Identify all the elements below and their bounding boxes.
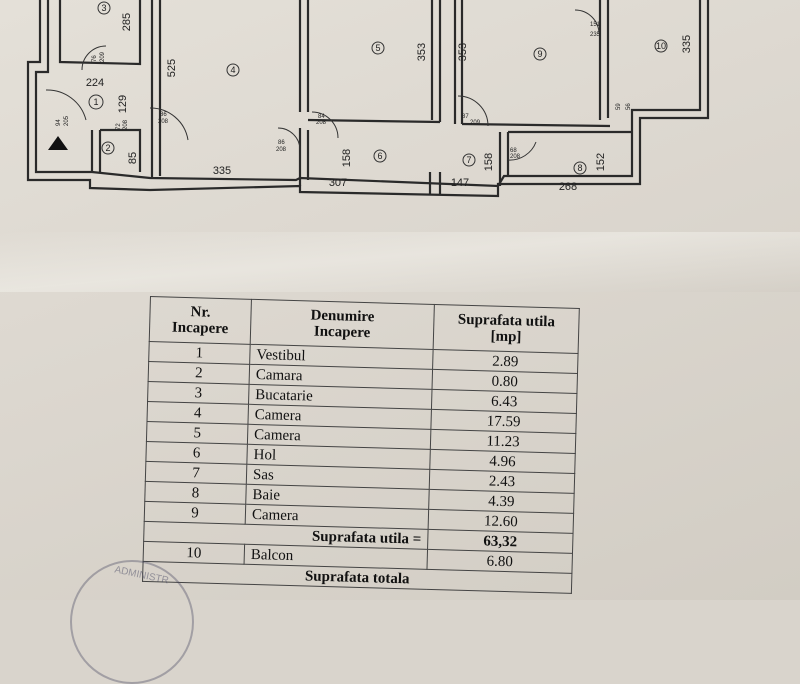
room-number-1: 1 (93, 97, 98, 107)
header-denumire-line1: Denumire (310, 307, 375, 326)
room-area-table: Nr. Incapere Denumire Incapere Suprafata… (142, 296, 580, 594)
header-denumire: Denumire Incapere (250, 299, 435, 350)
header-nr-line2: Incapere (171, 319, 229, 338)
row-nr: 3 (147, 381, 250, 405)
dim-268: 268 (559, 181, 577, 193)
dim-147: 147 (451, 177, 469, 189)
dim-85: 85 (127, 152, 139, 164)
dim-224: 224 (86, 77, 104, 89)
door-label-208b: 208 (123, 119, 129, 130)
door-label-209b: 209 (470, 120, 481, 126)
room-number-2: 2 (105, 143, 110, 153)
door-label-72: 72 (116, 123, 122, 130)
room-number-9: 9 (537, 49, 542, 59)
door-label-208e: 208 (510, 154, 521, 160)
header-nr: Nr. Incapere (149, 296, 252, 345)
dim-158b: 158 (483, 153, 495, 171)
dim-129: 129 (117, 95, 129, 113)
door-label-235: 235 (590, 32, 601, 38)
dim-353a: 353 (416, 43, 428, 61)
header-suprafata: Suprafata utila [mp] (433, 304, 580, 354)
header-denumire-line2: Incapere (313, 323, 371, 342)
row-nr: 6 (145, 441, 248, 465)
stamp-text: ADMINISTR (113, 564, 170, 587)
floor-plan: 285 525 353 353 335 224 129 85 335 158 3… (26, 0, 710, 198)
door-label-208c: 208 (316, 120, 327, 126)
row-nr: 4 (146, 401, 249, 425)
dim-525: 525 (166, 59, 178, 77)
dim-158a: 158 (341, 149, 353, 167)
door-label-86a: 86 (160, 112, 167, 118)
door-label-208d: 208 (276, 147, 287, 153)
header-nr-line1: Nr. (190, 304, 211, 321)
room-number-6: 6 (377, 151, 382, 161)
door-label-59: 59 (616, 103, 622, 110)
room-number-7: 7 (466, 155, 471, 165)
dim-353b: 353 (457, 43, 469, 61)
row-nr: 2 (148, 361, 250, 385)
door-label-208a: 208 (158, 119, 169, 125)
dim-285: 285 (121, 13, 133, 31)
header-suprafata-line2: [mp] (490, 328, 522, 346)
document-paper (0, 0, 800, 600)
door-label-94: 94 (56, 119, 62, 126)
door-label-86b: 86 (278, 140, 285, 146)
header-suprafata-line1: Suprafata utila (457, 311, 556, 331)
paper-fold (0, 232, 800, 292)
row-nr: 1 (148, 341, 251, 365)
door-label-209: 209 (100, 51, 106, 62)
room-number-10: 10 (656, 41, 666, 51)
room-number-8: 8 (577, 163, 582, 173)
row-nr: 8 (144, 481, 247, 505)
room-number-5: 5 (375, 43, 380, 53)
balcony-nr: 10 (143, 541, 245, 565)
door-label-56: 56 (626, 103, 632, 110)
door-label-151: 151 (590, 22, 601, 28)
entrance-arrow-icon (48, 136, 68, 150)
row-nr: 7 (145, 461, 247, 485)
row-nr: 5 (146, 421, 248, 445)
dim-152: 152 (595, 153, 607, 171)
official-stamp: ADMINISTR (70, 560, 194, 684)
door-label-68: 68 (510, 148, 517, 154)
dim-307: 307 (329, 177, 347, 189)
door-label-84: 84 (318, 114, 325, 120)
dim-335a: 335 (681, 35, 693, 53)
door-label-76: 76 (92, 55, 98, 62)
door-label-87: 87 (462, 114, 469, 120)
room-number-4: 4 (230, 65, 235, 75)
door-label-205: 205 (64, 115, 70, 126)
row-nr: 9 (144, 501, 246, 525)
room-number-3: 3 (101, 3, 106, 13)
dim-335b: 335 (213, 165, 231, 177)
